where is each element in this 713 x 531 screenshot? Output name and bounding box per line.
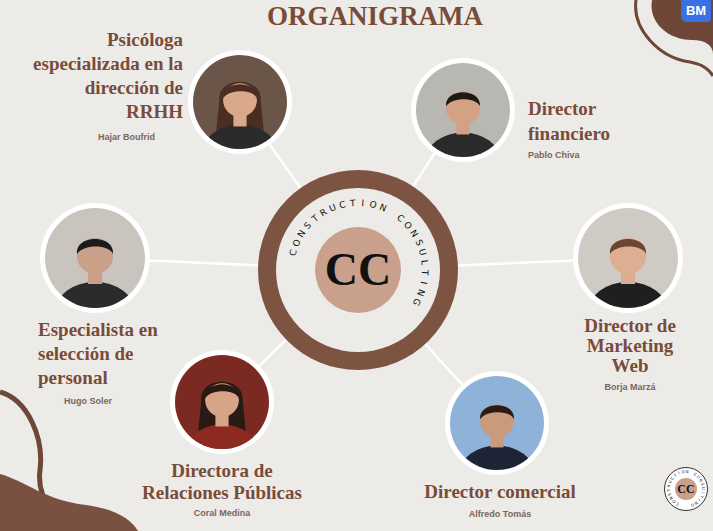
logo-initials: CC (665, 481, 707, 497)
person-name: Coral Medina (132, 507, 312, 519)
portrait-placeholder (175, 355, 269, 449)
ring-letter (386, 204, 401, 213)
photo-frame (45, 208, 145, 308)
ring-letter: N (373, 201, 393, 216)
person-name: Borja Marzá (572, 381, 688, 393)
company-emblem: CONSTRUCTION CONSULTINGCC (258, 170, 458, 370)
person-circle: Especialista en selección de personalHug… (40, 203, 150, 313)
person-circle: Directora de Relaciones PúblicasCoral Me… (170, 350, 274, 454)
ring-letter: N (683, 470, 691, 475)
photo-frame (578, 208, 678, 308)
person-name: Hajar Boufrid (98, 131, 188, 143)
portrait-hair (610, 239, 646, 254)
portrait-head (205, 383, 239, 417)
corner-outline (636, 0, 713, 76)
portrait-hair (77, 239, 113, 254)
portrait-hair (480, 405, 514, 419)
portrait-head (480, 404, 514, 438)
portrait-placeholder (416, 63, 510, 157)
corner-logo: CONSTRUCTION CONSULTINGCC (664, 467, 708, 511)
ring-letter: L (419, 253, 430, 272)
portrait-shoulders (459, 446, 534, 470)
portrait-shoulders (588, 282, 668, 308)
connector-line (259, 340, 286, 366)
portrait-shoulders (425, 133, 500, 157)
photo-frame (416, 63, 510, 157)
portrait-head (223, 83, 257, 117)
connector-line (425, 344, 462, 385)
emblem-initials: CC (258, 242, 458, 298)
photo-frame (175, 355, 269, 449)
role-title: Psicóloga especializada en la dirección … (30, 28, 183, 124)
chart-title: ORGANIGRAMA (230, 0, 520, 32)
corner-blob (651, 0, 713, 54)
portrait-placeholder (450, 376, 544, 470)
connector-line (270, 145, 301, 189)
corner-badge: BM (681, 0, 711, 22)
portrait-head (77, 238, 113, 274)
person-circle: Director financieroPablo Chiva (411, 58, 515, 162)
portrait-head (610, 238, 646, 274)
person-circle: Director comercialAlfredo Tomás (445, 371, 549, 475)
photo-frame (450, 376, 544, 470)
person-circle: Director de Marketing WebBorja Marzá (573, 203, 683, 313)
portrait-hair (446, 92, 480, 106)
connector-line (150, 261, 258, 266)
role-title: Director financiero (528, 96, 658, 146)
person-name: Alfredo Tomás (390, 508, 610, 520)
ring-letter: G (688, 501, 697, 508)
portrait-head (446, 91, 480, 125)
bottom-blob (0, 474, 138, 531)
photo-frame (193, 55, 287, 149)
portrait-placeholder (45, 208, 145, 308)
role-title: Director comercial (390, 481, 610, 503)
badge-text: BM (681, 3, 711, 19)
portrait-shoulders (202, 125, 277, 149)
ring-letter: G (408, 292, 425, 312)
portrait-hair (205, 384, 239, 398)
person-name: Pablo Chiva (528, 149, 618, 161)
ring-letter: C (333, 199, 353, 212)
connector-line (413, 154, 435, 187)
person-name: Hugo Soler (64, 395, 154, 407)
connector-line (458, 260, 573, 265)
role-title: Especialista en selección de personal (38, 318, 160, 390)
role-title: Director de Marketing Web (572, 316, 688, 376)
emblem-outer-ring (258, 170, 458, 370)
portrait-placeholder (193, 55, 287, 149)
portrait-shoulders (55, 282, 135, 308)
ring-letter: T (343, 199, 362, 209)
person-circle: Psicóloga especializada en la dirección … (188, 50, 292, 154)
portrait-hair (223, 84, 257, 98)
role-title: Directora de Relaciones Públicas (132, 460, 312, 504)
portrait-shoulders (184, 425, 259, 449)
portrait-placeholder (578, 208, 678, 308)
ring-letter: T (420, 263, 430, 281)
